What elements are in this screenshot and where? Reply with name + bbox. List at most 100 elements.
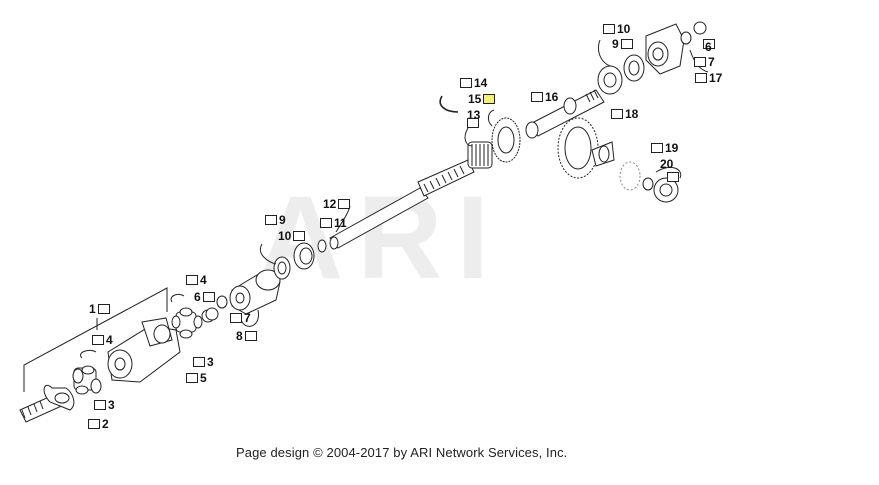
- gear-shaft-part: [525, 89, 605, 139]
- callout-number: 3: [108, 398, 115, 412]
- callout-number: 15: [468, 92, 482, 106]
- callout-number: 5: [200, 371, 207, 385]
- upper-seal-part: [623, 54, 645, 82]
- add-to-cart-checkbox[interactable]: [338, 199, 351, 209]
- callout-8[interactable]: 8: [236, 329, 257, 343]
- callout-12[interactable]: 12: [323, 197, 351, 211]
- add-to-cart-checkbox[interactable]: [88, 419, 100, 429]
- add-to-cart-checkbox[interactable]: [94, 400, 106, 410]
- callout-number: 8: [236, 329, 243, 343]
- add-to-cart-checkbox[interactable]: [603, 24, 615, 34]
- seal-part: [293, 242, 315, 270]
- callout-19[interactable]: 19: [651, 141, 678, 155]
- callout-number: 12: [323, 197, 337, 211]
- callout-number: 4: [106, 333, 113, 347]
- housing-part: [645, 23, 709, 75]
- callout-6b-num: 6: [703, 40, 712, 54]
- add-to-cart-checkbox[interactable]: [695, 73, 707, 83]
- callout-14[interactable]: 14: [460, 76, 487, 90]
- callout-number: 10: [617, 22, 631, 36]
- callout-9a[interactable]: 9: [265, 213, 286, 227]
- callout-2[interactable]: 2: [88, 417, 109, 431]
- callout-number: 6: [705, 40, 712, 54]
- callout-number: 2: [102, 417, 109, 431]
- add-to-cart-checkbox[interactable]: [186, 373, 198, 383]
- callout-number: 4: [200, 273, 207, 287]
- add-to-cart-checkbox[interactable]: [202, 292, 215, 302]
- callout-17[interactable]: 17: [695, 71, 722, 85]
- callout-4b[interactable]: 4: [186, 273, 207, 287]
- callout-number: 7: [708, 55, 715, 69]
- circlip-part: [439, 95, 459, 113]
- callout-10a[interactable]: 10: [278, 229, 306, 243]
- callout-20-box[interactable]: [667, 170, 679, 184]
- add-to-cart-checkbox[interactable]: [467, 118, 479, 128]
- callout-3a[interactable]: 3: [94, 398, 115, 412]
- callout-6b[interactable]: [703, 37, 715, 51]
- callout-number: 3: [207, 355, 214, 369]
- add-to-cart-checkbox[interactable]: [92, 335, 104, 345]
- callout-9b[interactable]: 9: [612, 37, 633, 51]
- add-to-cart-checkbox[interactable]: [293, 231, 306, 241]
- callout-13-box[interactable]: [467, 116, 479, 130]
- add-to-cart-checkbox[interactable]: [531, 92, 543, 102]
- add-to-cart-checkbox[interactable]: [694, 57, 706, 67]
- callout-number: 17: [709, 71, 723, 85]
- callout-15[interactable]: 15: [468, 92, 496, 106]
- coupler-part: [229, 269, 281, 327]
- add-to-cart-checkbox[interactable]: [193, 357, 205, 367]
- gear-part-19: [619, 161, 641, 191]
- callout-5[interactable]: 5: [186, 371, 207, 385]
- add-to-cart-checkbox[interactable]: [651, 143, 663, 153]
- washer-part-top: [680, 31, 692, 45]
- add-to-cart-checkbox[interactable]: [460, 78, 472, 88]
- shaft-yoke-part: [107, 317, 181, 383]
- callout-number: 7: [244, 311, 251, 325]
- add-to-cart-checkbox[interactable]: [620, 39, 633, 49]
- callout-16[interactable]: 16: [531, 90, 558, 104]
- callout-number: 18: [625, 107, 639, 121]
- gear-part-15: [487, 109, 521, 163]
- callout-10b[interactable]: 10: [603, 22, 630, 36]
- bearing-part-20: [653, 166, 682, 203]
- add-to-cart-checkbox[interactable]: [703, 39, 715, 49]
- callout-6a[interactable]: 6: [194, 290, 215, 304]
- add-to-cart-checkbox[interactable]: [265, 215, 277, 225]
- add-to-cart-checkbox[interactable]: [230, 313, 242, 323]
- callout-number: 9: [279, 213, 286, 227]
- callout-3b[interactable]: 3: [193, 355, 214, 369]
- add-to-cart-checkbox[interactable]: [611, 109, 623, 119]
- callout-7b[interactable]: 7: [694, 55, 715, 69]
- yoke-end-part: [19, 384, 75, 423]
- add-to-cart-checkbox[interactable]: [320, 218, 332, 228]
- callout-number: 19: [665, 141, 679, 155]
- snap-ring-part: [80, 349, 97, 359]
- add-to-cart-checkbox[interactable]: [97, 304, 110, 314]
- u-joint-part: [72, 365, 102, 395]
- add-to-cart-checkbox-selected[interactable]: [483, 94, 496, 104]
- splined-shaft-part: [329, 159, 475, 250]
- add-to-cart-checkbox[interactable]: [186, 275, 198, 285]
- bushing-part: [201, 307, 219, 323]
- callout-20[interactable]: 20: [660, 157, 673, 171]
- needle-bearing-part: [464, 127, 493, 169]
- callout-number: 6: [194, 290, 201, 304]
- o-ring-part: [317, 239, 327, 253]
- callout-7a[interactable]: 7: [230, 311, 251, 325]
- add-to-cart-checkbox[interactable]: [667, 172, 679, 182]
- callout-number: 14: [474, 76, 488, 90]
- bearing-part: [260, 243, 291, 280]
- u-joint-part-2: [171, 307, 203, 339]
- callout-18[interactable]: 18: [611, 107, 638, 121]
- upper-bearing-part: [597, 39, 623, 95]
- washer-part: [216, 295, 228, 309]
- callout-4a[interactable]: 4: [92, 333, 113, 347]
- assembly-bracket: [23, 287, 168, 392]
- callout-number: 20: [660, 157, 674, 171]
- bushing-part-top: [693, 21, 707, 35]
- add-to-cart-checkbox[interactable]: [244, 331, 257, 341]
- callout-1[interactable]: 1: [89, 302, 110, 316]
- callout-11[interactable]: 11: [320, 216, 347, 230]
